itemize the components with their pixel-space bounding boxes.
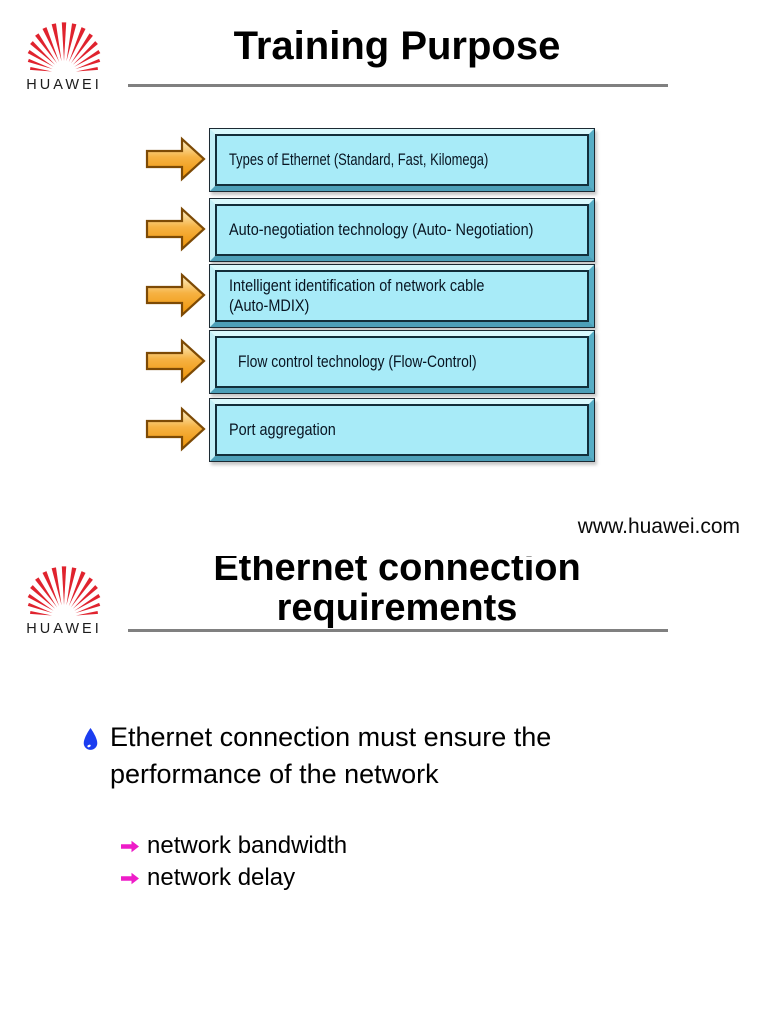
block-arrow-right-icon	[145, 338, 206, 384]
huawei-fan-icon	[27, 22, 101, 72]
topic-text-line: Port aggregation	[229, 420, 336, 439]
block-arrow-right-icon	[145, 406, 206, 452]
huawei-wordmark: HUAWEI	[26, 77, 102, 93]
block-arrow-right-icon	[145, 206, 206, 252]
sub-bullet-text: network delay	[147, 864, 296, 891]
topic-text-line: (Auto-MDIX)	[229, 296, 310, 315]
water-drop-icon	[83, 728, 98, 750]
topic-text-line: Types of Ethernet (Standard, Fast, Kilom…	[229, 150, 489, 169]
topic-box: Auto-negotiation technology (Auto- Negot…	[209, 198, 595, 262]
topic-text-line: Auto-negotiation technology (Auto- Negot…	[229, 220, 534, 239]
topic-text-line: Flow control technology (Flow-Control)	[238, 352, 477, 371]
topic-box: Port aggregation	[209, 398, 595, 462]
topic-box-inner: Flow control technology (Flow-Control)	[215, 336, 589, 388]
topic-box: Types of Ethernet (Standard, Fast, Kilom…	[209, 128, 595, 192]
huawei-fan-icon	[27, 566, 101, 616]
page-title: Ethernet connection requirements	[127, 556, 667, 628]
topic-box-inner: Auto-negotiation technology (Auto- Negot…	[215, 204, 589, 256]
page-title: Training Purpose	[233, 24, 561, 68]
topic-box-inner: Types of Ethernet (Standard, Fast, Kilom…	[215, 134, 589, 186]
page-title-line-1: Ethernet connection	[213, 556, 581, 589]
topic-box: Flow control technology (Flow-Control)	[209, 330, 595, 394]
small-arrow-right-icon	[121, 840, 139, 852]
bullet-text: Ethernet connection must ensure the perf…	[110, 722, 552, 789]
block-arrow-right-icon	[145, 136, 206, 182]
sub-bullet-text: network bandwidth	[147, 832, 348, 859]
page-title-line-2: requirements	[276, 587, 518, 629]
huawei-logo: HUAWEI	[22, 558, 106, 637]
topic-box-bevel	[210, 265, 594, 327]
block-arrow-right-icon	[145, 272, 206, 318]
sub-bullet-row: network delay	[121, 862, 295, 894]
topic-box-bevel	[210, 199, 594, 261]
sub-bullet-row: network bandwidth	[121, 830, 347, 862]
huawei-wordmark: HUAWEI	[26, 621, 102, 637]
slide-training-purpose: HUAWEI Training Purpose Types of Etherne…	[22, 14, 740, 533]
title-underline	[128, 629, 668, 632]
topic-text-line: Intelligent identification of network ca…	[229, 276, 485, 295]
topic-box-bevel	[210, 399, 594, 461]
slide-ethernet-requirements: HUAWEI Ethernet connection requirements …	[0, 556, 768, 1024]
topic-box-bevel	[210, 331, 594, 393]
topic-box-bevel	[210, 129, 594, 191]
topic-box-inner: Intelligent identification of network ca…	[215, 270, 589, 322]
topic-box: Intelligent identification of network ca…	[209, 264, 595, 328]
topic-box-inner: Port aggregation	[215, 404, 589, 456]
small-arrow-right-icon	[121, 872, 139, 884]
footer-url: www.huawei.com	[577, 515, 740, 533]
title-underline	[128, 84, 668, 87]
huawei-logo: HUAWEI	[22, 14, 106, 93]
